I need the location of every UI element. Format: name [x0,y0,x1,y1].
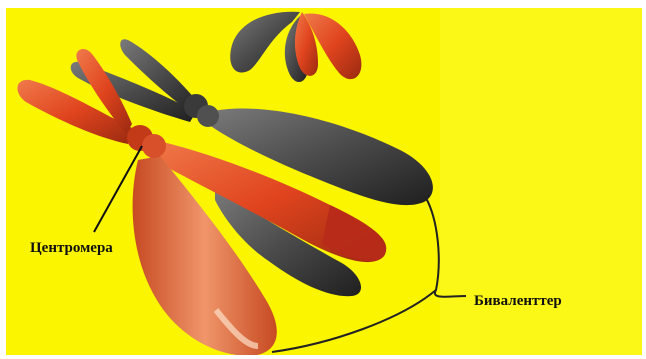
bivalents-label: Биваленттер [474,294,562,309]
top-red-chromosome [295,12,362,79]
bivalent-bracket-bottom [272,290,436,352]
red-chromosome [17,49,386,355]
centromere-label: Центромера [30,241,113,256]
diagram-canvas: Центромера Биваленттер [6,8,642,355]
